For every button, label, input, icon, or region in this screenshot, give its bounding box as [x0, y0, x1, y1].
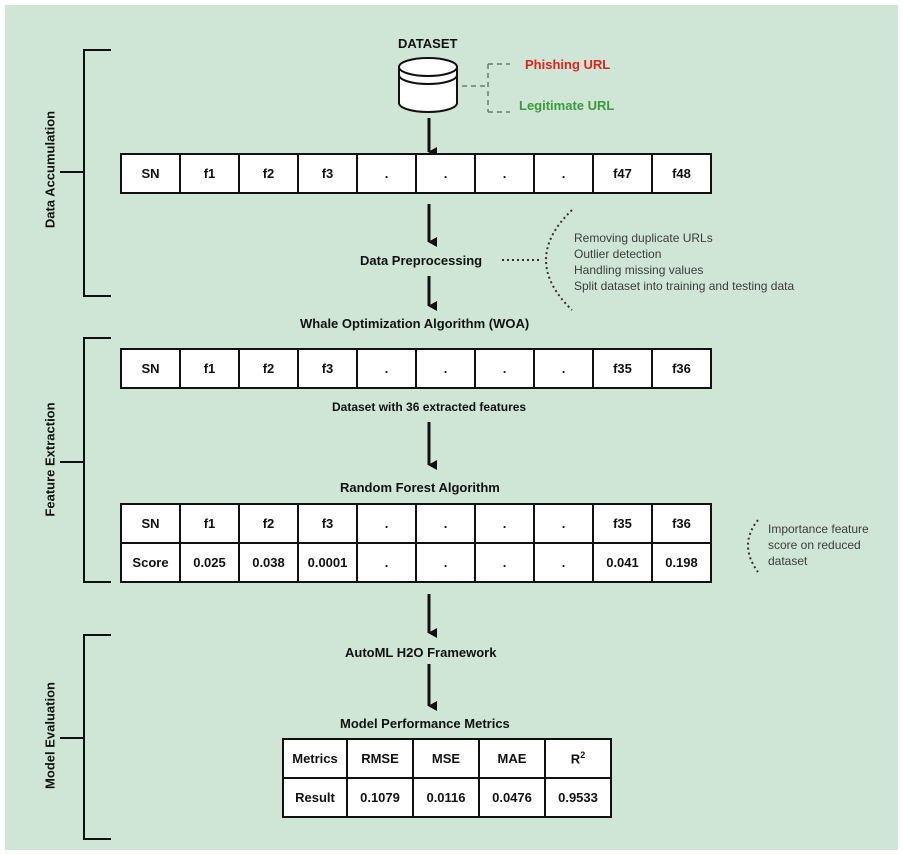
table-cell: MSE: [412, 738, 480, 779]
list-item: Handling missing values: [574, 263, 704, 277]
table-cell: 0.0476: [478, 777, 546, 818]
table-cell: .: [356, 348, 417, 389]
feature-score-table: SN f1 f2 f3 . . . . f35 f36 Score 0.025 …: [120, 503, 712, 583]
table-cell: .: [415, 153, 476, 194]
table-cell: .: [356, 503, 417, 544]
table-row: Result 0.1079 0.0116 0.0476 0.9533: [282, 777, 612, 818]
phishing-url-label: Phishing URL: [525, 57, 611, 72]
table-cell: f3: [297, 153, 358, 194]
table-cell: 0.0001: [297, 542, 358, 583]
list-item: Split dataset into training and testing …: [574, 279, 795, 293]
table-cell: 0.025: [179, 542, 240, 583]
list-item: Outlier detection: [574, 247, 662, 261]
list-item: Removing duplicate URLs: [574, 231, 713, 245]
table-cell: f1: [179, 153, 240, 194]
random-forest-label: Random Forest Algorithm: [340, 480, 500, 495]
r-symbol: R: [570, 751, 581, 767]
table-cell: SN: [120, 348, 181, 389]
table-cell: .: [356, 153, 417, 194]
woa-label: Whale Optimization Algorithm (WOA): [300, 316, 530, 331]
table-cell: f2: [238, 503, 299, 544]
table-cell: .: [474, 348, 535, 389]
r-superscript: 2: [580, 750, 586, 761]
table-cell: .: [415, 348, 476, 389]
table-cell: f2: [238, 348, 299, 389]
table-cell: f35: [592, 503, 653, 544]
legitimate-url-label: Legitimate URL: [519, 98, 615, 113]
bracket-model-evaluation: [60, 634, 111, 840]
table-cell: f1: [179, 348, 240, 389]
preprocessing-connector: [502, 209, 573, 311]
table-cell: 0.038: [238, 542, 299, 583]
table-cell: .: [474, 542, 535, 583]
table-cell: MAE: [478, 738, 546, 779]
extracted-feature-table: SN f1 f2 f3 . . . . f35 f36: [120, 348, 712, 389]
note-line: dataset: [768, 554, 808, 568]
table-cell: f3: [297, 503, 358, 544]
preprocessing-steps: Removing duplicate URLs Outlier detectio…: [574, 230, 794, 294]
note-line: Importance feature: [768, 522, 869, 536]
table-cell: f35: [592, 348, 653, 389]
table-cell: .: [356, 542, 417, 583]
table-cell: .: [474, 503, 535, 544]
bracket-feature-extraction: [60, 337, 111, 583]
section-label-data-accumulation: Data Accumulation: [42, 110, 58, 229]
table-row: SN f1 f2 f3 . . . . f35 f36: [120, 348, 712, 389]
table-cell: Score: [120, 542, 181, 583]
dataset-branch-lines: [462, 63, 510, 113]
note-line: score on reduced: [768, 538, 861, 552]
table-cell: f2: [238, 153, 299, 194]
table-cell: Result: [282, 777, 348, 818]
table-cell: .: [533, 503, 594, 544]
table-cell: 0.9533: [544, 777, 612, 818]
table-row: SN f1 f2 f3 . . . . f47 f48: [120, 153, 712, 194]
table-cell: .: [533, 542, 594, 583]
table-cell: f47: [592, 153, 653, 194]
table-cell: 0.0116: [412, 777, 480, 818]
table-cell: f36: [651, 503, 712, 544]
table-row: SN f1 f2 f3 . . . . f35 f36: [120, 503, 712, 544]
table-row: Score 0.025 0.038 0.0001 . . . . 0.041 0…: [120, 542, 712, 583]
bracket-data-accumulation: [60, 49, 111, 297]
table-cell: f48: [651, 153, 712, 194]
table-cell: Metrics: [282, 738, 348, 779]
table2-caption: Dataset with 36 extracted features: [332, 400, 527, 414]
table-cell: .: [415, 503, 476, 544]
table-cell: 0.041: [592, 542, 653, 583]
table-cell: f36: [651, 348, 712, 389]
table-cell: SN: [120, 503, 181, 544]
importance-connector: [747, 519, 759, 573]
database-icon: [398, 57, 458, 113]
dataset-label: DATASET: [398, 36, 458, 51]
automl-label: AutoML H2O Framework: [345, 645, 497, 660]
section-label-feature-extraction: Feature Extraction: [42, 402, 58, 517]
table-cell: RMSE: [346, 738, 414, 779]
table-cell: f1: [179, 503, 240, 544]
metrics-title: Model Performance Metrics: [340, 716, 510, 731]
diagram-background: [5, 5, 898, 850]
table-cell: SN: [120, 153, 181, 194]
data-preprocessing-label: Data Preprocessing: [360, 253, 483, 268]
table-cell: .: [415, 542, 476, 583]
table-cell: 0.198: [651, 542, 712, 583]
table-cell: .: [533, 348, 594, 389]
section-label-model-evaluation: Model Evaluation: [42, 682, 58, 789]
table-cell-r-squared: R2: [544, 738, 612, 779]
table-cell: .: [474, 153, 535, 194]
metrics-table: Metrics RMSE MSE MAE R2 Result 0.1079 0.…: [282, 738, 612, 818]
raw-feature-table: SN f1 f2 f3 . . . . f47 f48: [120, 153, 712, 194]
table-cell: f3: [297, 348, 358, 389]
table-cell: .: [533, 153, 594, 194]
table-row: Metrics RMSE MSE MAE R2: [282, 738, 612, 779]
table-cell: 0.1079: [346, 777, 414, 818]
importance-note: Importance feature score on reduced data…: [768, 521, 869, 569]
